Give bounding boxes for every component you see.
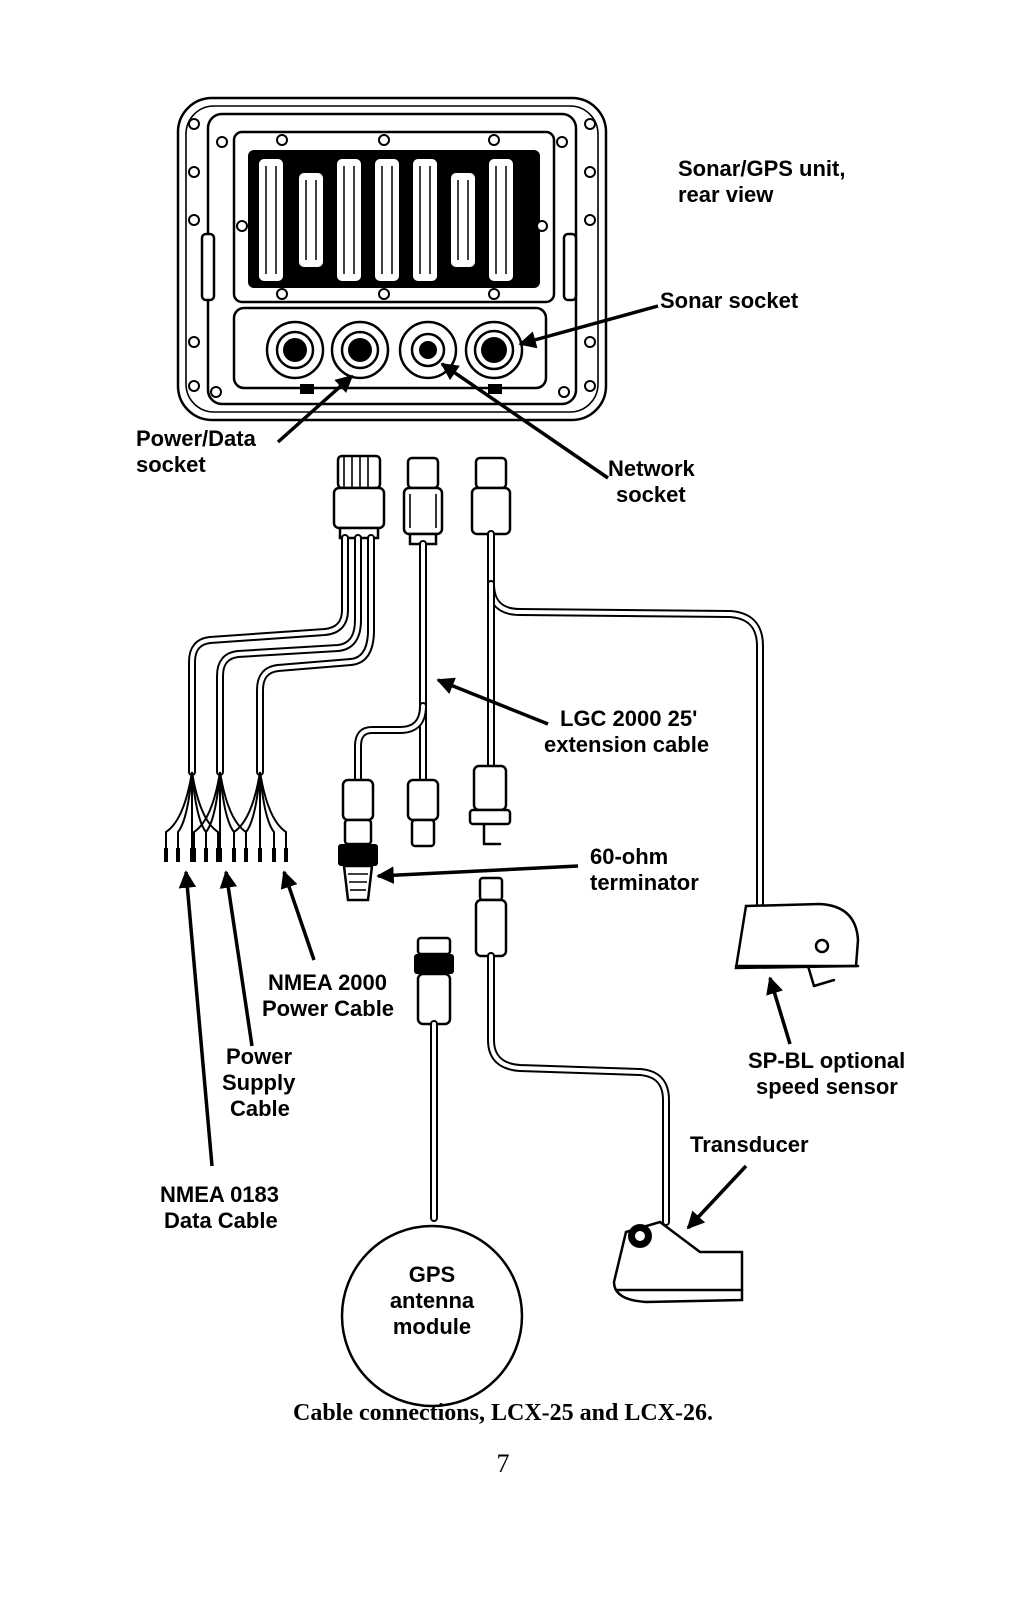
label-nmea0183-1: NMEA 0183	[160, 1182, 279, 1207]
transducer	[612, 1220, 744, 1304]
sonar-gps-unit-rear-view	[176, 96, 608, 422]
power-data-socket-2	[330, 320, 390, 380]
label-network-socket-1: Network	[608, 456, 696, 481]
label-power-supply-2: Supply	[222, 1070, 296, 1095]
label-power-data-socket-2: socket	[136, 452, 206, 477]
leader-arrows	[178, 304, 792, 1230]
heatsink-fins	[257, 157, 515, 283]
sonar-socket	[464, 320, 524, 380]
power-data-socket	[265, 320, 325, 380]
label-terminator-1: 60-ohm	[590, 844, 668, 869]
gps-antenna-cable	[414, 936, 454, 1222]
frame-screws	[188, 118, 596, 398]
label-gps-3: module	[393, 1314, 471, 1339]
label-unit-title-2: rear view	[678, 182, 774, 207]
page-number: 7	[497, 1449, 510, 1478]
sp-bl-speed-sensor	[734, 902, 860, 988]
speed-sensor-cable	[468, 456, 764, 912]
label-spbl-1: SP-BL optional	[748, 1048, 905, 1073]
label-sonar-socket: Sonar socket	[660, 288, 799, 313]
label-spbl-2: speed sensor	[756, 1074, 898, 1099]
label-lgc-cable-1: LGC 2000 25'	[560, 706, 697, 731]
label-gps-1: GPS	[409, 1262, 455, 1287]
transducer-cable	[474, 876, 670, 1226]
label-network-socket-2: socket	[616, 482, 686, 507]
label-nmea0183-2: Data Cable	[164, 1208, 278, 1233]
label-unit-title-1: Sonar/GPS unit,	[678, 156, 845, 181]
label-terminator-2: terminator	[590, 870, 699, 895]
figure-caption: Cable connections, LCX-25 and LCX-26.	[293, 1400, 713, 1426]
label-power-supply-3: Cable	[230, 1096, 290, 1121]
lgc-2000-extension-cable	[341, 456, 444, 848]
power-data-cable-connector	[332, 454, 386, 540]
label-nmea2000-1: NMEA 2000	[268, 970, 387, 995]
label-power-data-socket-1: Power/Data	[136, 426, 257, 451]
label-power-supply-1: Power	[226, 1044, 292, 1069]
60-ohm-terminator	[338, 818, 378, 902]
gps-antenna-module	[340, 1224, 524, 1408]
power-data-wires	[164, 534, 375, 862]
label-gps-2: antenna	[390, 1288, 475, 1313]
label-nmea2000-2: Power Cable	[262, 996, 394, 1021]
label-lgc-cable-2: extension cable	[544, 732, 709, 757]
label-transducer: Transducer	[690, 1132, 809, 1157]
